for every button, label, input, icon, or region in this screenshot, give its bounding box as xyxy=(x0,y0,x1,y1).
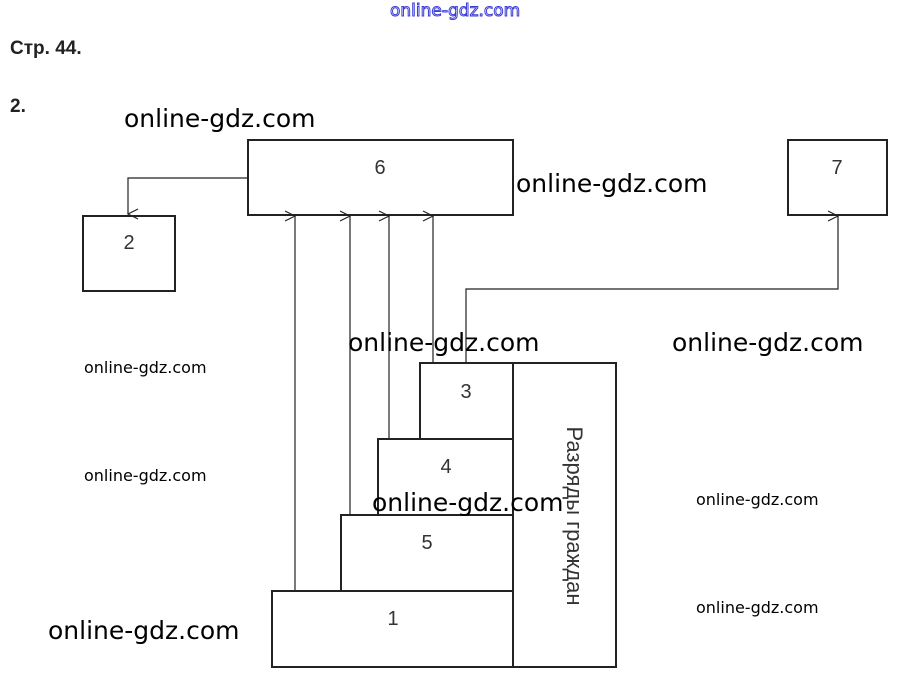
box-2-label: 2 xyxy=(123,232,134,254)
page-label: Стр. 44. xyxy=(10,38,82,59)
watermark: online-gdz.com xyxy=(124,104,316,133)
box-6-label: 6 xyxy=(374,157,385,179)
box-3-label: 3 xyxy=(460,381,471,403)
box-5-label: 5 xyxy=(421,532,432,554)
box-7-label: 7 xyxy=(831,157,842,179)
arrow-6-to-2 xyxy=(128,177,248,214)
watermark: online-gdz.com xyxy=(372,488,564,517)
watermark: online-gdz.com xyxy=(84,358,207,377)
watermark: online-gdz.com xyxy=(348,328,540,357)
arrow-3-to-7 xyxy=(465,216,838,363)
watermark: online-gdz.com xyxy=(516,169,708,198)
side-label: Разряды граждан xyxy=(562,426,587,605)
side-box xyxy=(512,362,617,668)
task-number: 2. xyxy=(10,96,26,117)
watermark: online-gdz.com xyxy=(48,616,240,645)
box-4-label: 4 xyxy=(440,456,451,478)
watermark: online-gdz.com xyxy=(84,466,207,485)
box-1-label: 1 xyxy=(387,608,398,630)
watermark: online-gdz.com xyxy=(696,490,819,509)
watermark: online-gdz.com xyxy=(696,598,819,617)
watermark: online-gdz.com xyxy=(672,328,864,357)
watermark-top: online-gdz.com xyxy=(389,1,521,22)
